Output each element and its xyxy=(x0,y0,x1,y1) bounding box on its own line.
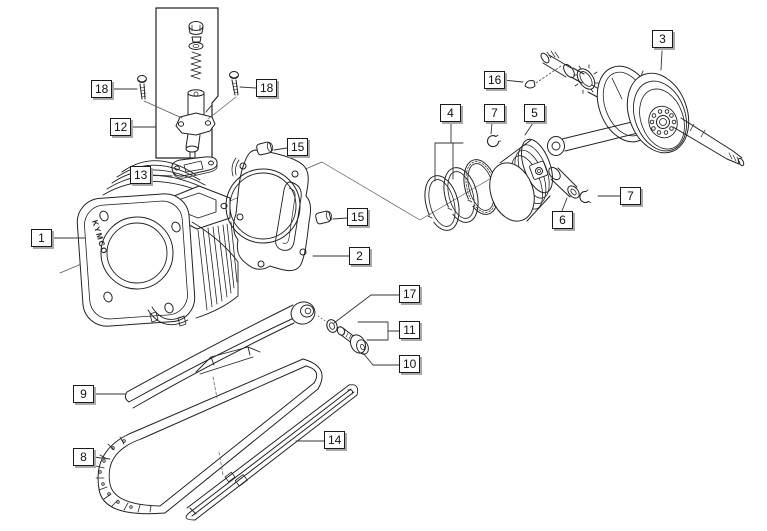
cylinder: KYMCO xyxy=(76,160,239,327)
assembly-guide-lines xyxy=(143,96,237,120)
leader-lines xyxy=(49,50,663,460)
callout-18[interactable]: 18 xyxy=(256,79,278,97)
piston-pin-clip-left xyxy=(486,134,502,148)
tensioner-washer xyxy=(326,319,338,333)
chain-tensioner-arm xyxy=(124,301,316,409)
callout-3[interactable]: 3 xyxy=(652,30,673,48)
callout-7[interactable]: 7 xyxy=(620,187,641,205)
dowel-pin-bottom xyxy=(315,210,333,225)
callout-15[interactable]: 15 xyxy=(287,138,309,156)
callout-9[interactable]: 9 xyxy=(73,385,94,403)
callout-7[interactable]: 7 xyxy=(484,104,505,122)
callout-12[interactable]: 12 xyxy=(110,118,132,136)
piston-pin-clip-right xyxy=(579,189,592,203)
flange-bolt-left xyxy=(137,75,147,100)
callout-2[interactable]: 2 xyxy=(349,247,370,265)
piston xyxy=(489,138,554,222)
key-position-line xyxy=(535,65,562,84)
callout-11[interactable]: 11 xyxy=(399,321,420,339)
callout-16[interactable]: 16 xyxy=(484,71,506,89)
callout-18[interactable]: 18 xyxy=(91,80,113,98)
callout-8[interactable]: 8 xyxy=(73,448,94,466)
callout-17[interactable]: 17 xyxy=(399,285,421,303)
tensioner-lifter-assembly xyxy=(175,21,216,158)
callout-13[interactable]: 13 xyxy=(130,166,152,184)
crankshaft xyxy=(540,50,745,167)
piston-pin xyxy=(548,166,580,199)
callout-1[interactable]: 1 xyxy=(31,229,52,247)
chain-part-alignment-marks xyxy=(212,315,328,476)
callout-14[interactable]: 14 xyxy=(324,431,346,449)
woodruff-key xyxy=(524,80,536,89)
callout-10[interactable]: 10 xyxy=(399,355,421,373)
tensioner-roller xyxy=(349,334,369,355)
tensioner-detail-box xyxy=(155,7,219,159)
dowel-pin-top xyxy=(256,141,274,156)
flange-bolt-right xyxy=(229,71,239,96)
callout-5[interactable]: 5 xyxy=(524,104,545,122)
chain-guide xyxy=(185,384,359,521)
callout-15[interactable]: 15 xyxy=(347,208,369,226)
tensioner-gasket xyxy=(171,156,218,179)
cam-chain xyxy=(95,358,323,515)
cylinder-gasket xyxy=(225,149,312,272)
callout-4[interactable]: 4 xyxy=(440,104,461,122)
callout-6[interactable]: 6 xyxy=(552,211,573,229)
